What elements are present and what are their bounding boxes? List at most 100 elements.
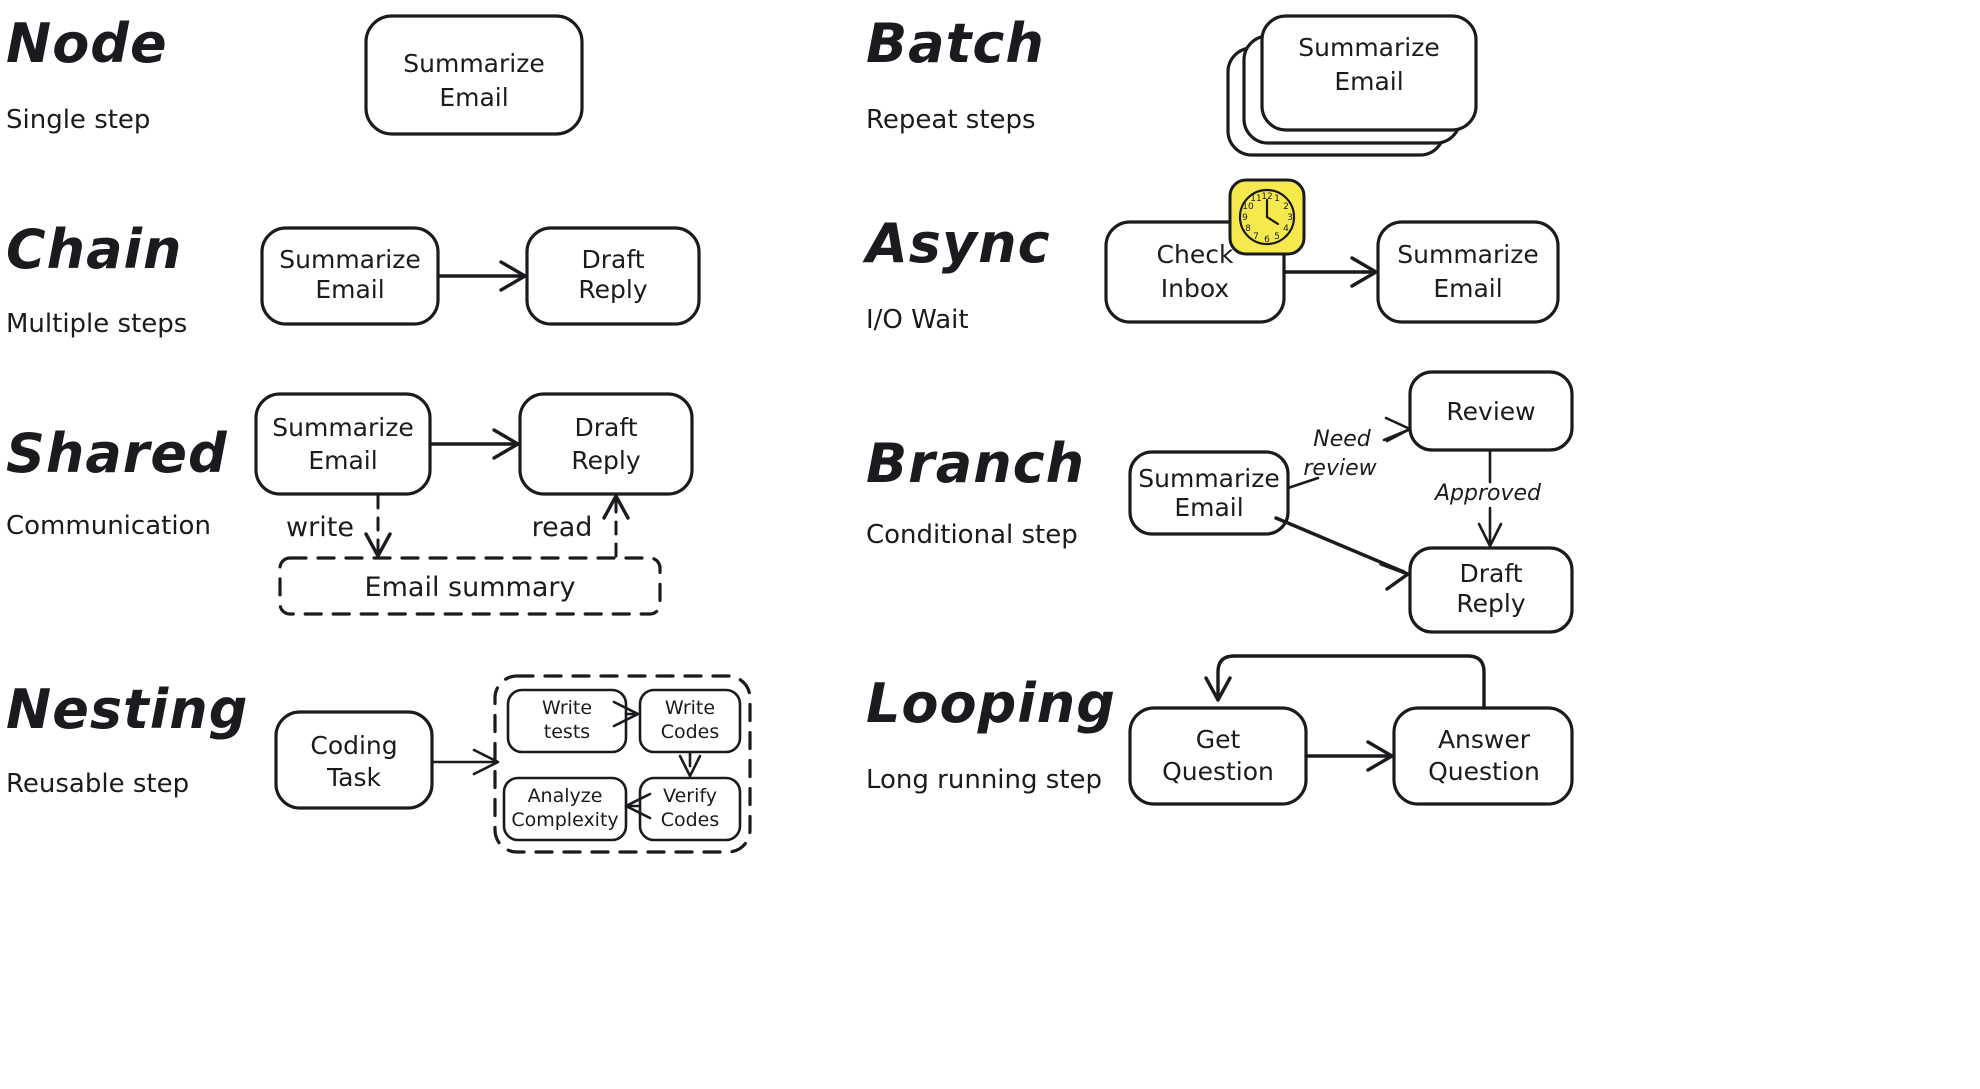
branch-node-review[interactable]: Review [1408,370,1574,452]
async-node-summarize-email[interactable]: Summarize Email [1376,220,1560,324]
edge-label-review: review [1303,456,1377,481]
clock-hand-hour [1265,215,1280,226]
subflow-edge-2 [678,750,702,778]
subflow-node-write-tests[interactable]: Write tests [506,688,628,754]
node-label-line2: Question [1428,757,1540,786]
section-nesting: Nesting Reusable step Coding Task Write … [6,674,752,854]
looping-node-get-question[interactable]: Get Question [1128,706,1308,806]
looping-edge-back [1204,654,1486,710]
node-box[interactable] [518,392,694,496]
subflow-node-verify-codes[interactable]: Verify Codes [638,776,742,842]
clock-number-2: 2 [1283,202,1289,212]
node-label-line1: Summarize [403,49,544,78]
node-box[interactable] [260,226,440,326]
batch-stack[interactable]: Summarize Email [1226,14,1478,157]
chain-edge-1 [438,260,527,292]
shared-edge-read: read [532,494,630,558]
shared-node-summarize-email[interactable]: Summarize Email [254,392,432,496]
clock-number-3: 3 [1287,213,1293,223]
node-label-line2: Codes [661,721,720,743]
node-box[interactable] [1128,450,1290,536]
section-title-async: Async [862,212,1051,275]
node-label-line1: Verify [663,785,717,807]
node-box[interactable] [502,776,628,842]
node-label-line1: Draft [574,413,637,442]
section-chain: Chain Multiple steps Summarize Email Dra… [6,218,701,339]
batch-card-front[interactable] [1260,14,1478,132]
node-box[interactable] [1408,546,1574,634]
shared-edge-write: write [286,494,392,558]
clock-number-5: 5 [1274,232,1280,242]
edge-label-read: read [532,512,593,543]
node-box[interactable] [1392,706,1574,806]
section-subtitle-batch: Repeat steps [866,105,1036,135]
subflow-node-analyze-complexity[interactable]: Analyze Complexity [502,776,628,842]
section-subtitle-branch: Conditional step [866,520,1078,550]
node-box[interactable] [364,14,584,136]
node-label-line2: Question [1162,757,1274,786]
subflow-edge-3 [624,792,652,820]
node-label-line1: Summarize [272,413,413,442]
node-label-line1: Coding [310,731,397,760]
node-box[interactable] [1376,220,1560,324]
section-title-nesting: Nesting [6,678,248,741]
shared-node-draft-reply[interactable]: Draft Reply [518,392,694,496]
nesting-node-coding-task[interactable]: Coding Task [274,710,434,810]
section-shared: Shared Communication Summarize Email Dra… [6,392,694,616]
store-box[interactable] [278,556,662,616]
chain-node-draft-reply[interactable]: Draft Reply [525,226,701,326]
edge-label-write: write [286,512,354,543]
node-label-line1: Write [542,697,592,719]
node-label-line2: Complexity [511,809,618,831]
node-box[interactable] [254,392,432,496]
edge-label-approved: Approved [1433,481,1542,506]
node-label-line2: tests [544,721,590,743]
shared-store[interactable]: Email summary [278,556,662,616]
store-label: Email summary [365,572,576,603]
clock-number-11: 11 [1250,194,1261,204]
subflow-boundary[interactable] [493,674,752,854]
section-subtitle-chain: Multiple steps [6,309,187,339]
section-title-looping: Looping [866,672,1116,735]
section-async: Async I/O Wait Check Inbox Summarize Ema… [862,178,1560,335]
chain-node-summarize-email[interactable]: Summarize Email [260,226,440,326]
section-looping: Looping Long running step Get Question A… [866,654,1574,806]
looping-node-answer-question[interactable]: Answer Question [1392,706,1574,806]
looping-edge-forward [1304,740,1394,772]
clock-number-8: 8 [1245,224,1251,234]
node-box[interactable] [1128,706,1308,806]
section-subtitle-async: I/O Wait [866,305,969,335]
subflow-node-write-codes[interactable]: Write Codes [638,688,742,754]
node-box[interactable] [638,776,742,842]
section-subtitle-node: Single step [6,105,150,135]
clock-number-9: 9 [1242,213,1248,223]
node-label-line2: Email [1174,493,1243,522]
async-edge-1 [1282,256,1378,288]
section-title-batch: Batch [866,12,1045,75]
node-box[interactable] [274,710,434,810]
node-label-line2: Reply [571,446,640,475]
batch-label-line1: Summarize [1298,33,1439,62]
node-label-line2: Inbox [1161,274,1229,303]
section-title-node: Node [6,12,168,75]
node-label-line1: Analyze [528,785,603,807]
branch-node-summarize-email[interactable]: Summarize Email [1128,450,1290,536]
section-subtitle-nesting: Reusable step [6,769,189,799]
section-subtitle-looping: Long running step [866,765,1102,795]
branch-node-draft-reply[interactable]: Draft Reply [1408,546,1574,634]
node-label-line1: Answer [1438,725,1531,754]
nesting-subflow-container[interactable] [493,674,752,854]
node-box[interactable] [525,226,701,326]
clock-rim [1238,188,1296,246]
section-title-chain: Chain [6,218,182,281]
node-label-line2: Task [326,763,381,792]
subflow-edge-1 [612,700,640,728]
clock-number-4: 4 [1283,224,1289,234]
node-summarize-email[interactable]: Summarize Email [364,14,584,136]
node-label-line1: Summarize [279,245,420,274]
node-label-line2: Email [315,275,384,304]
section-title-branch: Branch [866,432,1085,495]
node-label-line2: Email [308,446,377,475]
